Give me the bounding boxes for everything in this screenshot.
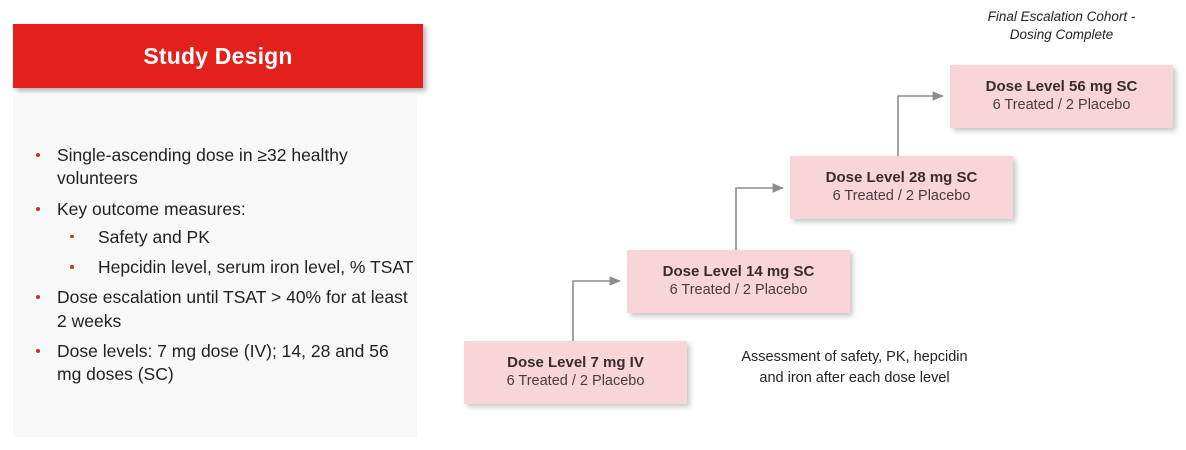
list-item: Single-ascending dose in ≥32 healthy vol… (25, 144, 415, 191)
bullet-dot-icon (36, 348, 40, 353)
dose-level-box-7mg[interactable]: Dose Level 7 mg IV 6 Treated / 2 Placebo (464, 341, 687, 404)
dose-level-title: Dose Level 56 mg SC (985, 77, 1138, 95)
dose-level-box-56mg[interactable]: Dose Level 56 mg SC 6 Treated / 2 Placeb… (950, 65, 1173, 128)
study-design-sub-bullet-list: Safety and PK Hepcidin level, serum iron… (57, 226, 415, 280)
dose-level-box-14mg[interactable]: Dose Level 14 mg SC 6 Treated / 2 Placeb… (627, 250, 850, 313)
study-design-bullet-list: Single-ascending dose in ≥32 healthy vol… (25, 144, 415, 393)
list-item: Key outcome measures: Safety and PK Hepc… (25, 198, 415, 280)
list-item: Safety and PK (57, 226, 415, 249)
dose-level-allocation: 6 Treated / 2 Placebo (992, 97, 1131, 114)
bullet-text: Key outcome measures: (57, 198, 246, 219)
bullet-text: Single-ascending dose in ≥32 healthy vol… (57, 145, 348, 189)
study-design-body: Single-ascending dose in ≥32 healthy vol… (13, 95, 417, 437)
bullet-dot-icon (70, 265, 74, 269)
bullet-dot-icon (70, 234, 74, 239)
final-cohort-caption-line2: Dosing Complete (1009, 26, 1114, 42)
bullet-text: Dose escalation until TSAT > 40% for at … (57, 287, 408, 331)
final-cohort-caption: Final Escalation Cohort - Dosing Complet… (950, 8, 1173, 43)
bullet-dot-icon (36, 153, 40, 157)
study-design-header: Study Design (13, 24, 423, 88)
assessment-caption: Assessment of safety, PK, hepcidin and i… (712, 347, 997, 388)
page-title: Study Design (143, 42, 293, 69)
dose-level-title: Dose Level 28 mg SC (825, 168, 978, 186)
dose-level-title: Dose Level 7 mg IV (507, 353, 644, 371)
final-cohort-caption-line1: Final Escalation Cohort - (987, 9, 1136, 24)
bullet-dot-icon (36, 206, 40, 211)
study-design-panel: Study Design Single-ascending dose in ≥3… (13, 24, 423, 437)
sub-bullet-text: Safety and PK (98, 226, 210, 247)
list-item: Dose levels: 7 mg dose (IV); 14, 28 and … (25, 340, 415, 387)
list-item: Dose escalation until TSAT > 40% for at … (25, 286, 415, 333)
escalation-arrows (572, 91, 944, 341)
dose-level-title: Dose Level 14 mg SC (662, 262, 815, 280)
bullet-dot-icon (36, 295, 40, 300)
dose-level-box-28mg[interactable]: Dose Level 28 mg SC 6 Treated / 2 Placeb… (790, 156, 1013, 219)
dose-level-allocation: 6 Treated / 2 Placebo (832, 188, 971, 205)
assessment-caption-line1: Assessment of safety, PK, hepcidin (741, 349, 968, 365)
sub-bullet-text: Hepcidin level, serum iron level, % TSAT (98, 257, 414, 278)
dose-level-allocation: 6 Treated / 2 Placebo (506, 373, 645, 390)
dose-level-allocation: 6 Treated / 2 Placebo (669, 282, 808, 299)
assessment-caption-line2: and iron after each dose level (759, 369, 950, 386)
bullet-text: Dose levels: 7 mg dose (IV); 14, 28 and … (57, 340, 389, 385)
list-item: Hepcidin level, serum iron level, % TSAT (57, 256, 415, 279)
dose-escalation-diagram: Dose Level 7 mg IV 6 Treated / 2 Placebo… (440, 0, 1186, 450)
